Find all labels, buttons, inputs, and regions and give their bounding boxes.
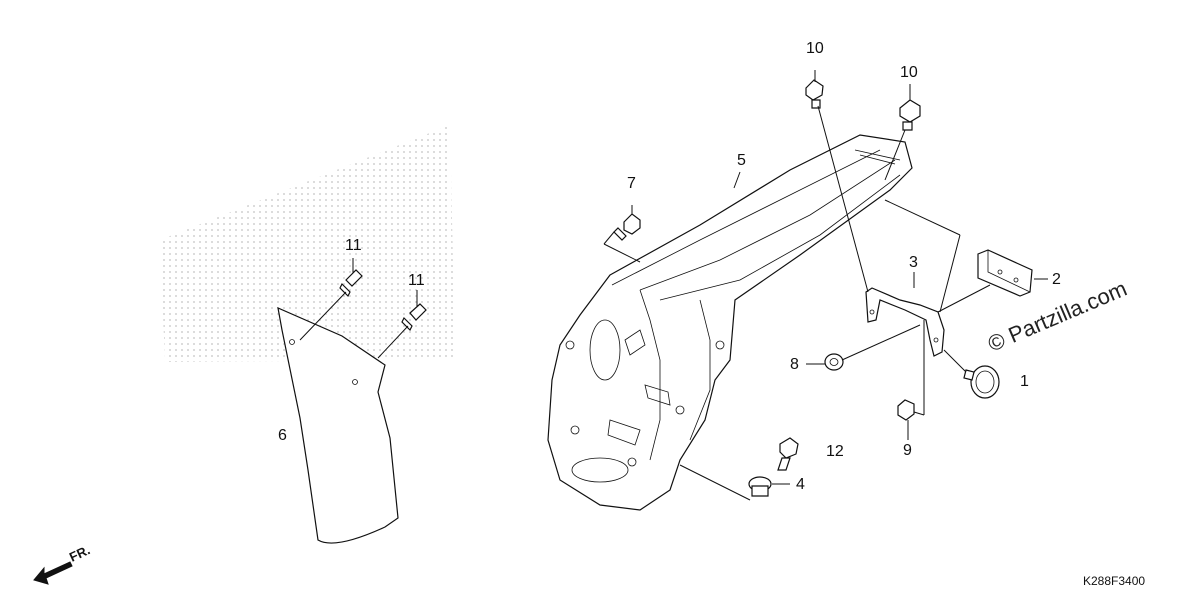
part-5-rear-fender [547,134,913,511]
callout-3: 3 [909,254,918,271]
part-9-nut [897,399,915,421]
callout-1: 1 [1020,373,1029,390]
part-8-nut [824,353,844,371]
callout-7: 7 [627,175,636,192]
part-4-collar [748,476,772,497]
background-frame-dots [160,125,455,362]
part-11-screw-b [401,303,427,332]
leader-lines [299,70,1048,501]
part-11-screw-a [339,269,363,298]
part-2-reflector-plate [977,249,1033,297]
front-arrow-icon [33,561,73,585]
callout-10-b: 10 [900,64,918,81]
callout-12: 12 [826,443,844,460]
callout-5: 5 [737,152,746,169]
callout-8: 8 [790,356,799,373]
part-3-bracket [865,287,945,357]
part-10-bolt-a [805,79,824,109]
front-direction-indicator: FR. [33,542,92,585]
callout-6: 6 [278,427,287,444]
diagram-code: K288F3400 [1083,574,1145,588]
part-12-bolt [777,437,799,471]
part-10-bolt-b [899,99,921,131]
part-1-reflector [963,365,1000,399]
part-6-side-cover [277,306,399,544]
callout-4: 4 [796,476,805,493]
callout-9: 9 [903,442,912,459]
callout-11-a: 11 [345,237,362,254]
front-label: FR. [67,542,92,564]
part-7-bolt [613,213,641,241]
callout-10-a: 10 [806,40,824,57]
callout-11-b: 11 [408,272,425,289]
callout-labels: 1 2 3 4 5 6 7 8 9 10 10 11 11 12 [278,40,1061,493]
callout-2: 2 [1052,271,1061,288]
